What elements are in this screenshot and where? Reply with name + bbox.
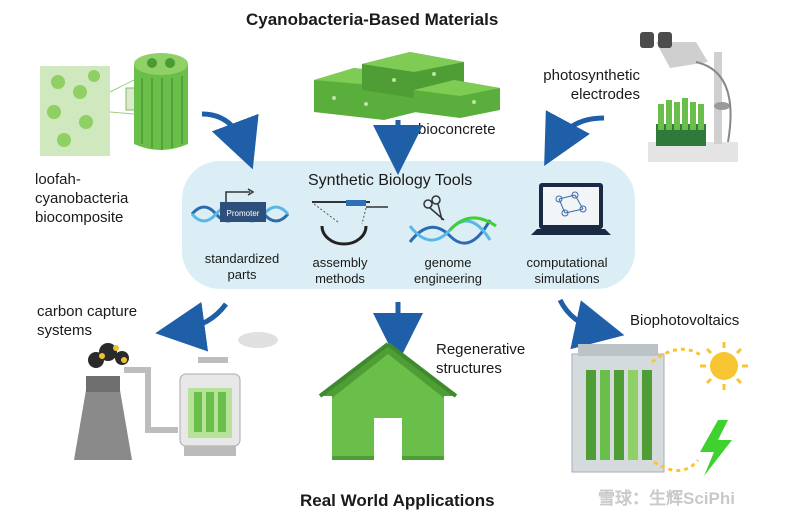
arrow-tools-to-biophotovoltaics xyxy=(557,298,625,350)
watermark: 雪球：生辉SciPhi xyxy=(598,489,735,508)
bottom-title: Real World Applications xyxy=(300,491,495,510)
bioconcrete-label: bioconcrete xyxy=(418,121,496,138)
promoter-label: Promoter xyxy=(227,209,260,218)
carbon-capture-label: carbon capture systems xyxy=(37,303,138,339)
panel-title: Synthetic Biology Tools xyxy=(308,172,473,189)
arrow-loofah-to-tools xyxy=(201,111,259,170)
dna-scissors-icon xyxy=(408,195,497,245)
loofah-label: loofah- cyanobacteria biocomposite xyxy=(35,171,129,226)
green-house-illustration xyxy=(318,342,458,460)
carbon-capture-illustration xyxy=(74,332,278,460)
tool-label-genome-engineering: genome engineering xyxy=(414,255,482,286)
top-title: Cyanobacteria-Based Materials xyxy=(246,10,499,29)
arrow-electrodes-to-tools xyxy=(544,110,605,167)
tool-label-computational-simulations: computational simulations xyxy=(526,255,608,286)
biophotovoltaics-illustration xyxy=(571,342,748,476)
dna-promoter-icon: Promoter xyxy=(190,188,290,223)
sun-to-cell-path xyxy=(651,347,703,364)
sun-icon xyxy=(710,352,738,380)
regenerative-label: Regenerative structures xyxy=(436,341,526,377)
laptop-icon xyxy=(531,183,611,235)
tool-label-standardized-parts: standardized parts xyxy=(204,251,280,282)
lightning-icon xyxy=(700,420,732,476)
bioconcrete-illustration xyxy=(314,52,500,120)
promoter-box xyxy=(220,202,266,222)
electrodes-label: photosynthetic electrodes xyxy=(543,67,640,103)
loofah-biocomposite-illustration xyxy=(40,53,188,156)
microscope-electrodes-illustration xyxy=(640,32,738,162)
tool-label-assembly-methods: assembly methods xyxy=(312,255,368,286)
assembly-methods-icon xyxy=(312,200,388,246)
biophotovoltaics-label: Biophotovoltaics xyxy=(630,312,740,329)
arrow-tools-to-carbon xyxy=(155,301,229,352)
